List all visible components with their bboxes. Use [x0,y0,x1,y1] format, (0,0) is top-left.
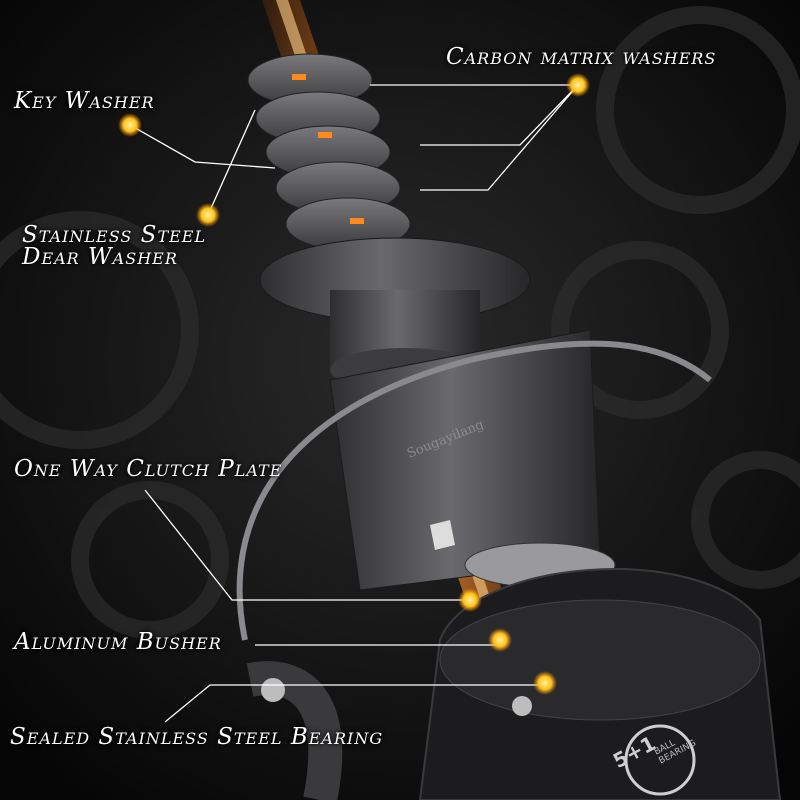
label-stainless-gear-line1: Stainless Steel [22,222,207,248]
label-stainless-gear-line2: Dear Washer [22,244,178,270]
spool [259,237,601,591]
label-key-washer: Key Washer [14,88,155,114]
leader-lines [129,84,579,723]
label-carbon-washers: Carbon matrix washers [446,44,717,70]
reel-handle [246,661,343,800]
background-gears [0,6,800,639]
bail-wire [236,340,712,641]
label-stainless-gear-washer: Stainless Steel Dear Washer [22,222,207,270]
label-clutch-plate: One Way Clutch Plate [14,456,283,482]
label-sealed-bearing: Sealed Stainless Steel Bearing [10,724,384,750]
reel-body [418,568,782,800]
callout-dots [118,73,590,695]
washer-stack [247,53,411,251]
label-aluminum-busher: Aluminum Busher [14,629,222,655]
